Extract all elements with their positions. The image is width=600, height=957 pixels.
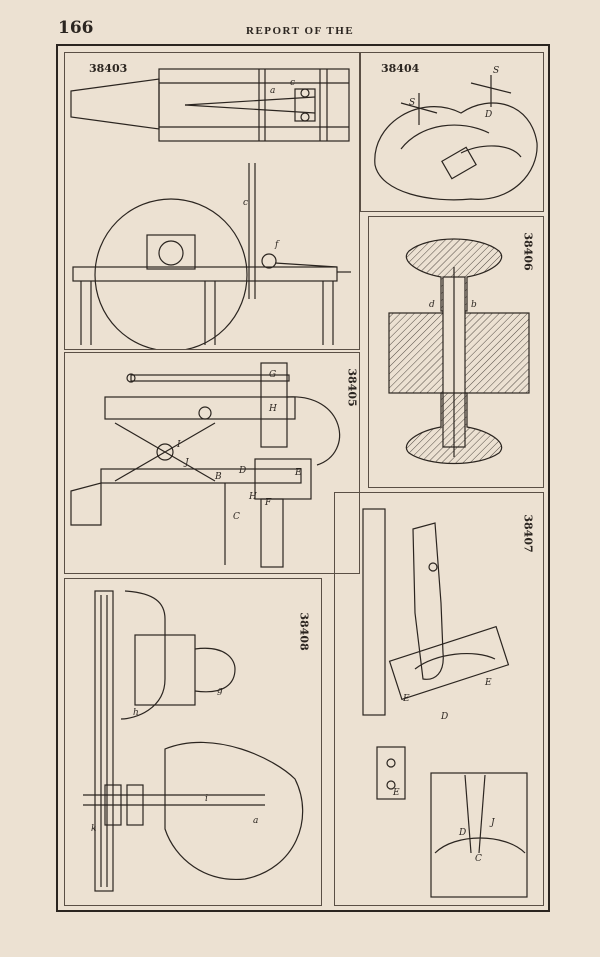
svg-text:D: D [458, 828, 466, 838]
svg-text:F: F [264, 498, 272, 508]
svg-text:G: G [269, 370, 276, 380]
svg-text:D: D [238, 466, 246, 476]
svg-text:E: E [294, 468, 302, 478]
svg-text:f: f [274, 240, 280, 250]
svg-text:c: c [243, 198, 248, 208]
svg-text:i: i [205, 794, 208, 804]
svg-text:k: k [91, 824, 96, 834]
svg-text:J: J [183, 458, 190, 468]
page-header: 166 REPORT OF THE [0, 0, 600, 48]
figure-38405-illustration: G H IJ D B E H C F [70, 362, 341, 568]
svg-text:S: S [409, 98, 415, 108]
svg-text:I: I [176, 440, 181, 450]
svg-text:C: C [475, 854, 482, 864]
svg-text:E: E [484, 678, 492, 688]
svg-text:D: D [440, 712, 448, 722]
svg-text:a: a [253, 816, 258, 826]
svg-text:g: g [217, 686, 223, 696]
figure-38404-illustration: S S D [374, 66, 538, 201]
figure-38408-illustration: g h i a k [83, 590, 304, 892]
running-head: REPORT OF THE [246, 25, 355, 37]
figure-38404-panel: 38404 S S D [360, 52, 544, 212]
figure-38407-illustration: E E D E J D C [362, 508, 528, 898]
svg-text:C: C [233, 512, 240, 522]
svg-text:E: E [402, 694, 410, 704]
svg-text:h: h [133, 708, 139, 718]
svg-text:D: D [484, 110, 492, 120]
svg-text:J: J [489, 818, 496, 828]
page-number: 166 [58, 18, 94, 38]
svg-text:a: a [270, 86, 275, 96]
figure-number: 38403 [89, 62, 128, 75]
svg-text:B: B [214, 472, 222, 482]
svg-text:S: S [493, 66, 499, 76]
figure-38403-panel: 38403 a c c f [64, 52, 360, 350]
svg-text:E: E [392, 788, 400, 798]
svg-text:c: c [290, 78, 295, 88]
figure-38403-illustration: a c c f [70, 68, 351, 349]
svg-text:H: H [248, 492, 257, 502]
engraving-plate: 38403 a c c f [56, 44, 550, 912]
svg-text:d: d [429, 300, 435, 310]
svg-text:b: b [471, 300, 477, 310]
svg-text:H: H [268, 404, 277, 414]
figure-number: 38404 [381, 62, 420, 75]
